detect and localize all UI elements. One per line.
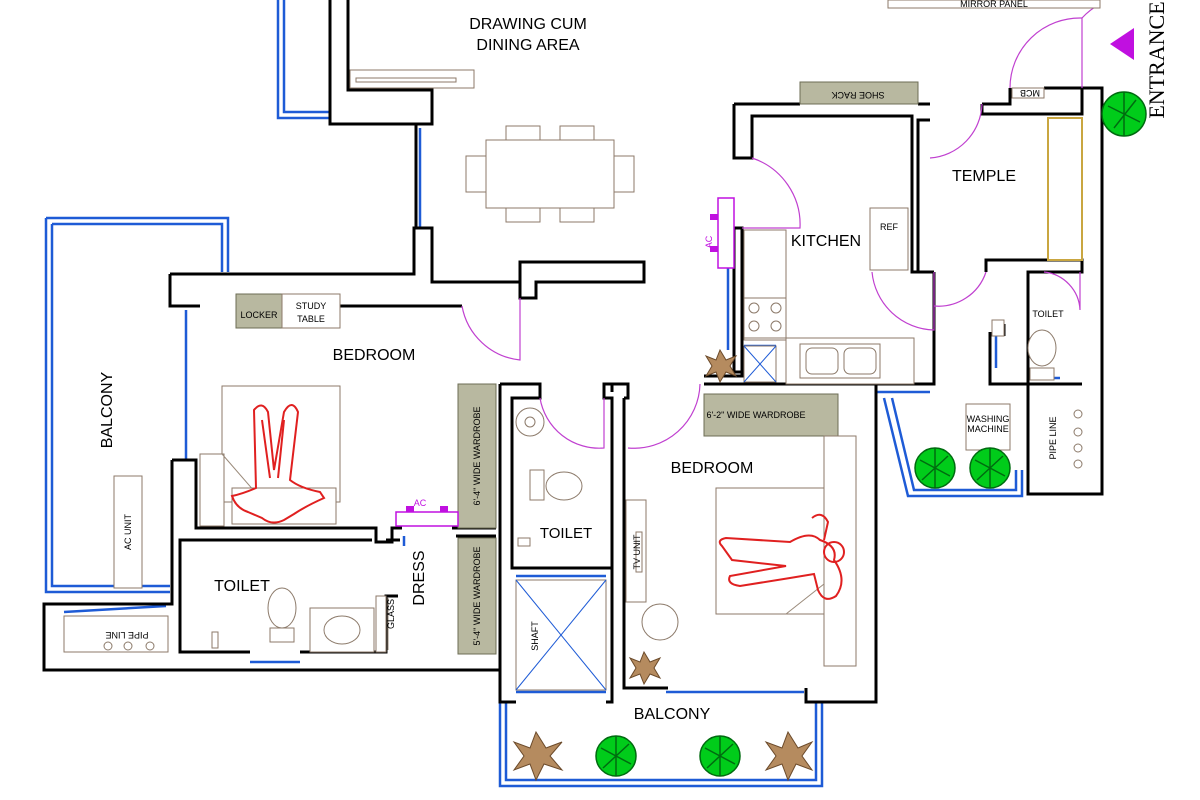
label-pipe-line-left: PIPE LINE	[105, 630, 148, 640]
shoe-rack	[799, 81, 919, 105]
room-label-drawing-line1: DRAWING CUM	[469, 16, 587, 33]
label-glass: GLASS	[386, 599, 396, 629]
room-label-bedroom-right: BEDROOM	[671, 460, 754, 477]
label-ac-unit: AC UNIT	[123, 513, 133, 550]
room-label-drawing-line2: DINING AREA	[476, 37, 579, 54]
room-label-bedroom-left: BEDROOM	[333, 347, 416, 364]
room-label-toilet-mid: TOILET	[540, 525, 592, 542]
plants	[512, 91, 1147, 782]
dry-plant-icon	[628, 650, 662, 686]
label-wardrobe-left-bottom: 5'-4" WIDE WARDROBE	[472, 546, 482, 645]
room-labels: DRAWING CUM DINING AREA KITCHEN TEMPLE B…	[99, 1, 1169, 723]
label-mcb: MCB	[1020, 88, 1040, 98]
dry-plant-icon	[704, 348, 738, 384]
plant-icon	[969, 447, 1011, 489]
label-shaft: SHAFT	[530, 621, 540, 651]
dining-table	[465, 125, 635, 223]
door-swings	[461, 3, 1101, 449]
person-figure-icon	[718, 513, 845, 600]
label-wardrobe-left-top: 6'-4" WIDE WARDROBE	[472, 406, 482, 505]
label-study-line1: STUDY	[296, 301, 327, 311]
label-ref: REF	[880, 222, 899, 232]
room-label-kitchen: KITCHEN	[791, 233, 861, 250]
entrance-triangle-icon	[1110, 28, 1134, 60]
walls	[42, 0, 1104, 704]
person-figure-icon	[230, 404, 326, 524]
room-label-balcony-bottom: BALCONY	[634, 706, 711, 723]
label-washing-line1: WASHING	[967, 414, 1010, 424]
windows	[44, 0, 1060, 788]
label-mirror-panel: MIRROR PANEL	[960, 0, 1028, 9]
room-label-balcony-left: BALCONY	[99, 371, 116, 448]
label-wardrobe-right: 6'-2" WIDE WARDROBE	[706, 410, 805, 420]
bed-right	[715, 435, 857, 667]
label-washing-line2: MACHINE	[967, 424, 1009, 434]
plant-icon	[914, 447, 956, 489]
plant-icon	[1101, 91, 1147, 137]
label-tv-unit: TV UNIT	[632, 534, 642, 570]
room-label-toilet-right: TOILET	[1032, 309, 1064, 319]
plant-icon	[595, 735, 637, 777]
room-label-entrance: ENTRANCE	[1144, 1, 1169, 118]
dry-plant-icon	[764, 730, 814, 782]
sink-icon	[799, 343, 881, 379]
furniture	[63, 0, 1101, 691]
room-label-toilet-left: TOILET	[214, 578, 270, 595]
label-locker: LOCKER	[240, 310, 278, 320]
plant-icon	[699, 735, 741, 777]
bed-left	[199, 385, 341, 527]
room-label-temple: TEMPLE	[952, 168, 1016, 185]
label-ac-kitchen: AC	[704, 235, 714, 248]
label-shoe-rack: SHOE RACK	[831, 90, 884, 100]
wc-icon	[267, 587, 297, 643]
room-label-dress: DRESS	[411, 550, 428, 605]
locker	[235, 293, 283, 329]
label-pipe-line-right: PIPE LINE	[1048, 416, 1058, 459]
label-ac-left: AC	[414, 498, 427, 508]
label-study-line2: TABLE	[297, 314, 325, 324]
dry-plant-icon	[512, 730, 564, 782]
fixture-labels: MIRROR PANEL SHOE RACK MCB REF LOCKER ST…	[105, 0, 1058, 651]
